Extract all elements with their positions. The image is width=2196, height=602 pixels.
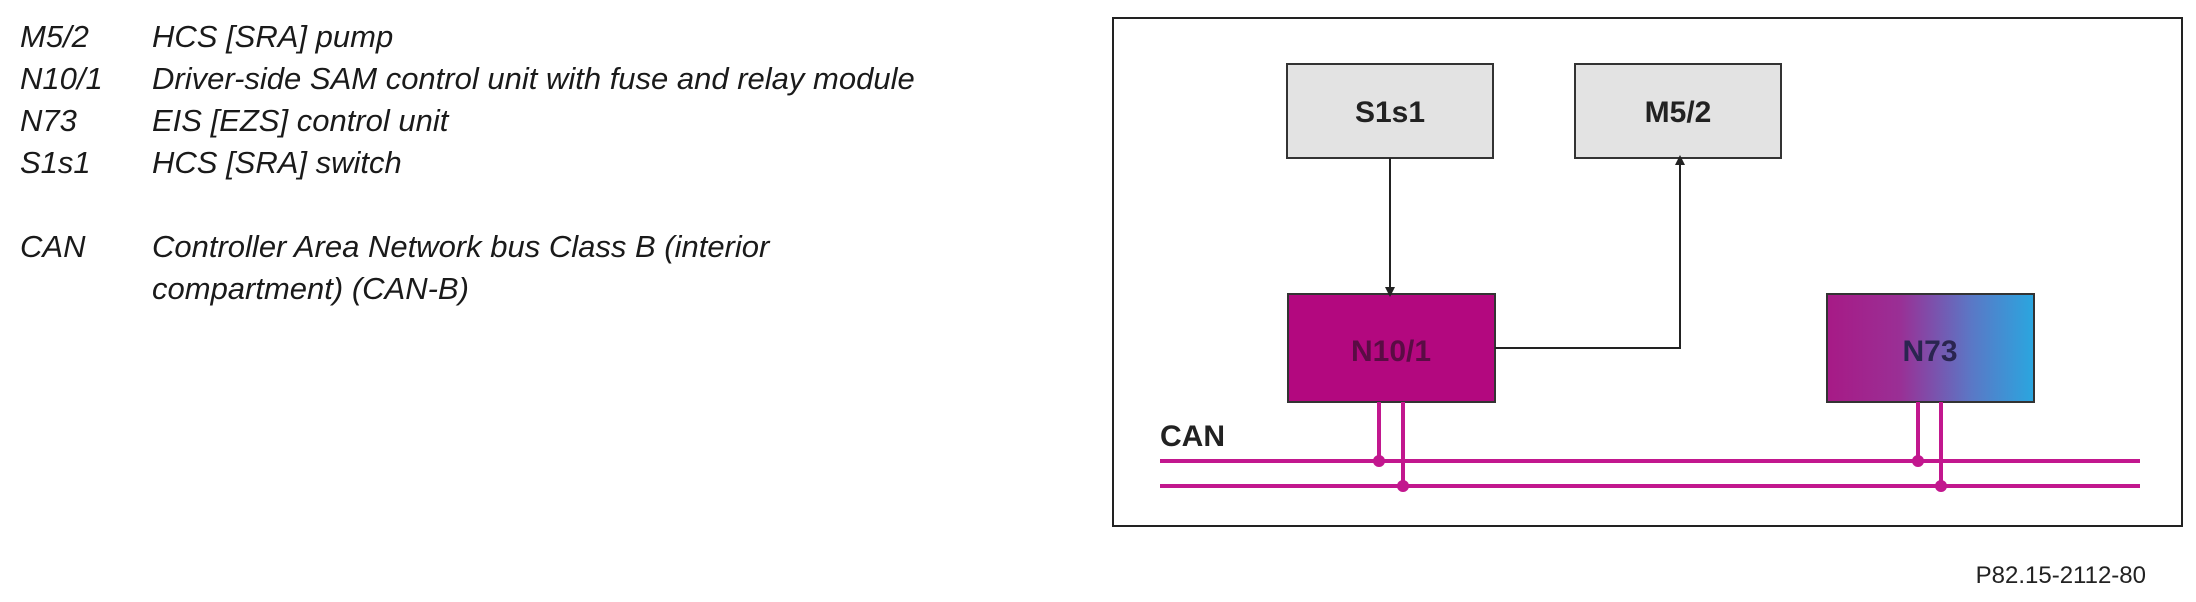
legend-item-n73: N73 EIS [EZS] control unit	[20, 100, 1080, 142]
component-box	[1574, 63, 1782, 159]
component-n101: N10/1	[1287, 293, 1496, 403]
component-label: S1s1	[1355, 96, 1425, 129]
figure-reference: P82.15-2112-80	[1975, 562, 2146, 589]
bus-junction-dot	[1373, 455, 1385, 467]
component-s1s1: S1s1	[1286, 63, 1494, 159]
legend-code: S1s1	[20, 145, 91, 180]
component-box	[1826, 293, 2035, 403]
legend-description: HCS [SRA] switch	[152, 145, 402, 180]
legend-item-s1s1: S1s1 HCS [SRA] switch	[20, 142, 1080, 184]
legend-code: N10/1	[20, 61, 103, 96]
legend-description: Driver-side SAM control unit with fuse a…	[152, 61, 915, 96]
component-label: M5/2	[1645, 96, 1712, 129]
legend-description: HCS [SRA] pump	[152, 19, 394, 54]
legend-code: CAN	[20, 229, 86, 264]
legend-item-n101: N10/1 Driver-side SAM control unit with …	[20, 58, 1080, 100]
legend-code: N73	[20, 103, 77, 138]
bus-junction-dot	[1912, 455, 1924, 467]
legend-description-line: compartment) (CAN-B)	[152, 271, 469, 306]
signal-line-n101-to-m52	[1495, 155, 1685, 349]
bus-junction-dot	[1935, 480, 1947, 492]
legend-item-can: CAN Controller Area Network bus Class B …	[20, 226, 1080, 310]
component-m52: M5/2	[1574, 63, 1782, 159]
bus-junction-dot	[1397, 480, 1409, 492]
legend: M5/2 HCS [SRA] pump N10/1 Driver-side SA…	[20, 16, 1080, 310]
can-bus-label: CAN	[1160, 420, 1225, 453]
legend-description-line: Controller Area Network bus Class B (int…	[152, 229, 770, 264]
legend-code: M5/2	[20, 19, 89, 54]
component-n73: N73	[1826, 293, 2035, 403]
component-label: N73	[1902, 335, 1957, 368]
component-box	[1286, 63, 1494, 159]
legend-item-m52: M5/2 HCS [SRA] pump	[20, 16, 1080, 58]
component-label: N10/1	[1351, 335, 1431, 368]
diagram-frame	[1112, 17, 2183, 527]
legend-description: Controller Area Network bus Class B (int…	[152, 226, 1080, 310]
legend-description: EIS [EZS] control unit	[152, 103, 449, 138]
